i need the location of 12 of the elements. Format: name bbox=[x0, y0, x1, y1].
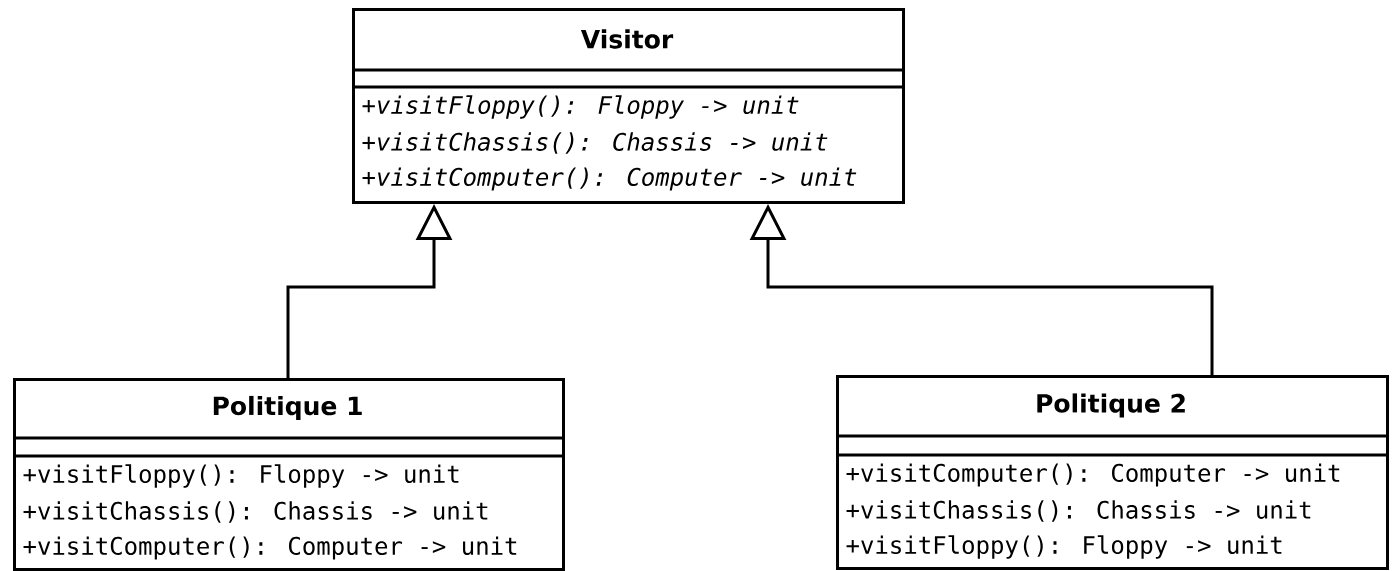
method-text: +visitChassis(): Chassis -> unit bbox=[846, 500, 1311, 522]
method-text: +visitComputer(): Computer -> unit bbox=[23, 536, 517, 560]
class-name: Visitor bbox=[580, 29, 674, 49]
method-text: +visitFloppy(): Floppy -> unit bbox=[846, 535, 1282, 559]
method-text: +visitComputer(): Computer -> unit bbox=[362, 167, 857, 191]
class-name: Politique 1 bbox=[213, 395, 362, 421]
method-text: +visitComputer(): Computer -> unit bbox=[846, 463, 1340, 487]
method-text: +visitFloppy(): Floppy -> unit bbox=[23, 464, 459, 488]
method-text: +visitChassis(): Chassis -> unit bbox=[362, 132, 828, 154]
class-name: Politique 2 bbox=[1037, 393, 1185, 418]
method-text: +visitChassis(): Chassis -> unit bbox=[23, 501, 488, 523]
method-text: +visitFloppy(): Floppy -> unit bbox=[362, 95, 799, 119]
